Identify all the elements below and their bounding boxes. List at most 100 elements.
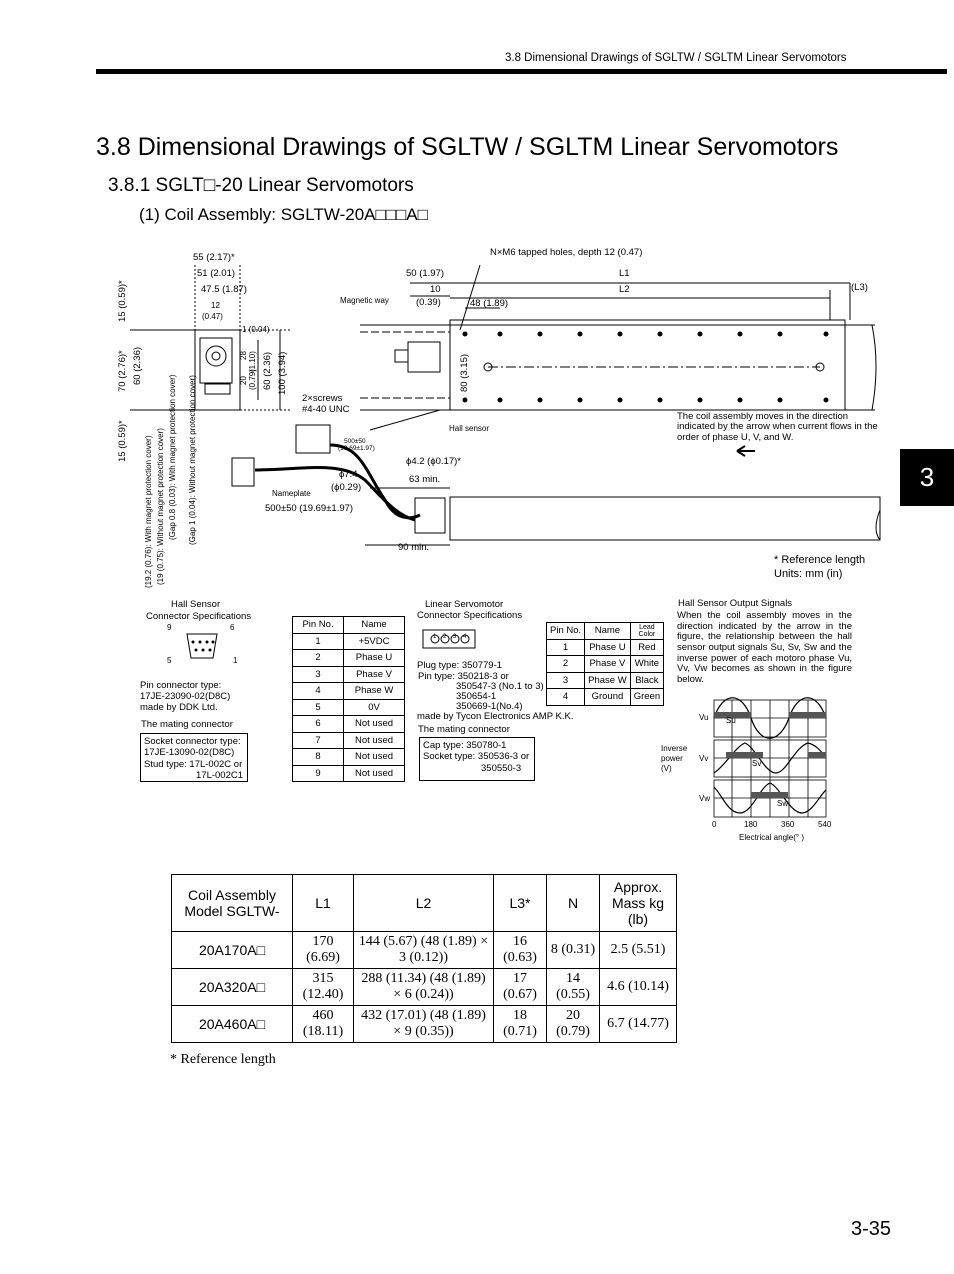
servo-pin-type-2: 350547-3 (No.1 to 3): [456, 681, 544, 692]
table-cell: 4.6 (10.14): [599, 968, 677, 1006]
coil-assembly-side: [449, 496, 881, 541]
servo-mating-label: The mating connector: [418, 724, 510, 735]
label-phi42: ϕ4.2 (ϕ0.17)*: [406, 456, 462, 467]
dim-15-bottom: 15 (0.59)*: [117, 420, 128, 462]
label-L1: L1: [619, 268, 630, 279]
gap-note-2: (19 (0.75): Without magnet protection co…: [156, 428, 165, 585]
hall-pin-type-2: 17JE-23090-02(D8C): [140, 691, 231, 702]
table-cell: 3: [291, 665, 345, 683]
table-row: Pin No.Name: [291, 616, 405, 634]
table-cell: Not used: [343, 748, 405, 766]
label-hall-sensor: Hall sensor: [449, 424, 490, 433]
table-cell: Phase W: [584, 671, 631, 689]
table-cell: 20A320A□: [171, 968, 293, 1006]
hall-pin-1: 1: [233, 656, 238, 665]
table-cell: Name: [584, 622, 631, 640]
signal-sw: Sw: [777, 799, 789, 808]
table-cell: 432 (17.01) (48 (1.89) × 9 (0.35)): [353, 1005, 494, 1043]
phase-vw: Vw: [699, 794, 711, 803]
label-phi029: (ϕ0.29): [331, 482, 362, 493]
dim-47: 47.5 (1.87): [201, 284, 247, 295]
table-cell: 2.5 (5.51): [599, 931, 677, 969]
hall-pin-5: 5: [167, 656, 172, 665]
coil-assembly-table: Coil Assembly Model SGLTW- L1 L2 L3* N A…: [171, 874, 677, 1043]
label-10: 10: [430, 284, 441, 295]
hall-connector-face: [186, 633, 218, 659]
table-cell: 3: [545, 671, 586, 689]
end-view-body: [194, 329, 241, 411]
table-cell: 14 (0.55): [546, 968, 600, 1006]
coil-assembly-top: [449, 319, 846, 411]
table-cell: 4: [545, 688, 586, 706]
table-cell: 170 (6.69): [292, 931, 354, 969]
table-cell: Name: [343, 616, 405, 634]
table-cell: L3*: [493, 874, 547, 932]
table-row: 20A460A□ 460 (18.11) 432 (17.01) (48 (1.…: [171, 1005, 677, 1043]
direction-note: The coil assembly moves in the direction…: [677, 411, 878, 443]
label-cable-small: 500±50: [344, 438, 366, 445]
inverse-label-2: power: [661, 754, 683, 763]
hall-pin-9: 9: [167, 623, 172, 632]
label-magnetic-way: Magnetic way: [340, 296, 389, 305]
servo-pin-1: 1: [433, 634, 437, 640]
table-cell: 6: [291, 715, 345, 733]
gap-note-1: (19.2 (0.76): With magnet protection cov…: [144, 435, 153, 588]
table-cell: 2: [545, 655, 586, 673]
table-cell: Phase V: [343, 665, 405, 683]
servo-pin-type-4: 350669-1(No.4): [456, 701, 523, 712]
hall-output-waveforms: [713, 697, 827, 818]
table-cell: +5VDC: [343, 632, 405, 650]
table-row: 20A320A□ 315 (12.40) 288 (11.34) (48 (1.…: [171, 968, 677, 1006]
servo-mating-box: Cap type: 350780-1 Socket type: 350536-3…: [419, 737, 535, 781]
tick-180: 180: [744, 820, 758, 829]
dim-12: 12: [211, 301, 220, 310]
table-cell: Pin No.: [545, 622, 586, 640]
label-unc: #4-40 UNC: [302, 404, 350, 415]
table-cell: 9: [291, 764, 345, 782]
table-cell: 8 (0.31): [546, 931, 600, 969]
servo-plug: Plug type: 350779-1: [417, 660, 503, 671]
table-cell: Not used: [343, 731, 405, 749]
servo-connector-title-2: Connector Specifications: [417, 610, 523, 621]
x-axis-label: Electrical angle(° ): [739, 833, 804, 842]
table-row: 1+5VDC: [291, 632, 405, 650]
table-cell: Red: [629, 638, 665, 656]
table-cell: Phase W: [343, 682, 405, 700]
table-cell: 460 (18.11): [292, 1005, 354, 1043]
table-cell: 20A170A□: [171, 931, 293, 969]
footnote: * Reference length: [170, 1052, 276, 1067]
phase-vu: Vu: [699, 713, 709, 722]
phase-vv: Vv: [699, 754, 709, 763]
chapter-tab: 3: [900, 449, 954, 506]
table-cell: 0V: [343, 698, 405, 716]
table-cell: 144 (5.67) (48 (1.89) × 3 (0.12)): [353, 931, 494, 969]
label-L2: L2: [619, 284, 630, 295]
servo-socket-2: 350550-3: [481, 762, 522, 774]
subsection-title: 3.8.1 SGLT□-20 Linear Servomotors: [108, 175, 414, 196]
table-cell: 2: [291, 649, 345, 667]
table-cell: White: [629, 655, 665, 673]
servo-connector-drawing: [231, 457, 255, 487]
dim-60-left: 60 (2.36): [132, 346, 143, 385]
label-80: 80 (3.15): [459, 353, 470, 392]
header-rule: [96, 69, 947, 74]
table-cell: 315 (12.40): [292, 968, 354, 1006]
tick-360: 360: [781, 820, 795, 829]
table-cell: Green: [629, 688, 665, 706]
label-nameplate: Nameplate: [272, 489, 311, 498]
table-cell: 288 (11.34) (48 (1.89) × 6 (0.24)): [353, 968, 494, 1006]
dim-70: 70 (2.76)*: [117, 350, 128, 392]
label-48: 48 (1.89): [470, 298, 509, 309]
hall-connector-title-1: Hall Sensor: [171, 599, 221, 610]
